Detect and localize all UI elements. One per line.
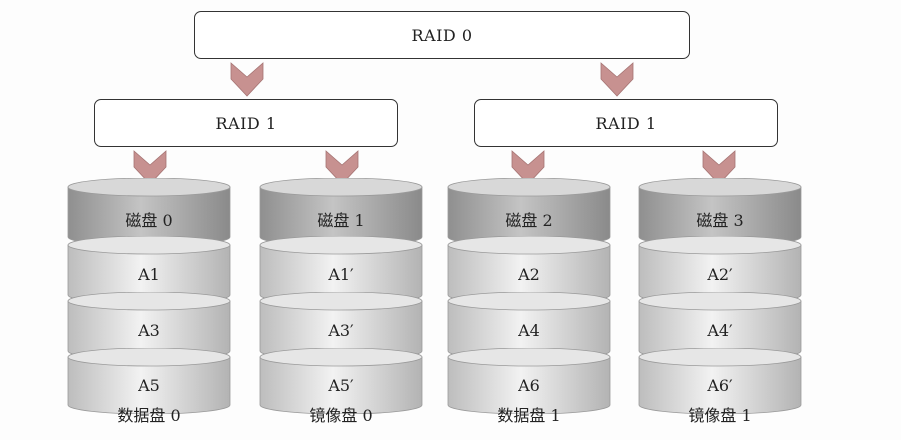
block-label: A3′ — [328, 321, 354, 340]
disk-block: A2 — [447, 236, 611, 304]
disk-caption: 镜像盘 0 — [309, 406, 373, 425]
disk-block: A4 — [447, 292, 611, 360]
block-label: A2 — [518, 265, 540, 284]
disk-header: 磁盘 3 — [638, 178, 802, 246]
disk-name-label: 磁盘 1 — [317, 211, 365, 230]
arrow-raid0-to-left — [230, 62, 264, 97]
disk-block: A6 — [447, 348, 611, 414]
arrow-to-disk-3 — [702, 150, 736, 185]
block-label: A2′ — [707, 265, 733, 284]
raid1-box-right: RAID 1 — [474, 99, 778, 147]
disk-1: 磁盘 1 A1′ A3′ A5′ — [259, 178, 423, 414]
disk-block: A4′ — [638, 292, 802, 360]
disk-caption: 数据盘 0 — [117, 406, 181, 425]
disk-name-label: 磁盘 3 — [696, 211, 744, 230]
block-label: A3 — [138, 321, 160, 340]
raid1-label-right: RAID 1 — [595, 113, 657, 133]
block-label: A4′ — [707, 321, 733, 340]
disk-header: 磁盘 2 — [447, 178, 611, 246]
disk-caption: 镜像盘 1 — [688, 406, 752, 425]
disk-name-label: 磁盘 0 — [125, 211, 173, 230]
block-label: A4 — [518, 321, 540, 340]
disk-caption: 数据盘 1 — [497, 406, 561, 425]
disk-name-label: 磁盘 2 — [505, 211, 553, 230]
arrow-to-disk-0 — [133, 150, 167, 185]
raid0-label: RAID 0 — [411, 25, 473, 45]
block-label: A5′ — [328, 376, 354, 395]
raid1-label-left: RAID 1 — [215, 113, 277, 133]
arrow-raid0-to-right — [600, 62, 634, 97]
block-label: A6′ — [707, 376, 733, 395]
disk-block: A3′ — [259, 292, 423, 360]
arrow-to-disk-1 — [325, 150, 359, 185]
block-label: A1 — [138, 265, 160, 284]
disk-block: A5′ — [259, 348, 423, 414]
disk-3: 磁盘 3 A2′ A4′ A6′ — [638, 178, 802, 414]
block-label: A6 — [518, 376, 540, 395]
disk-block: A6′ — [638, 348, 802, 414]
disk-header: 磁盘 0 — [67, 178, 231, 246]
disk-header: 磁盘 1 — [259, 178, 423, 246]
disk-block: A5 — [67, 348, 231, 414]
disk-block: A2′ — [638, 236, 802, 304]
raid0-box: RAID 0 — [194, 11, 690, 59]
block-label: A5 — [138, 376, 160, 395]
arrow-to-disk-2 — [511, 150, 545, 185]
block-label: A1′ — [328, 265, 354, 284]
raid1-box-left: RAID 1 — [94, 99, 398, 147]
